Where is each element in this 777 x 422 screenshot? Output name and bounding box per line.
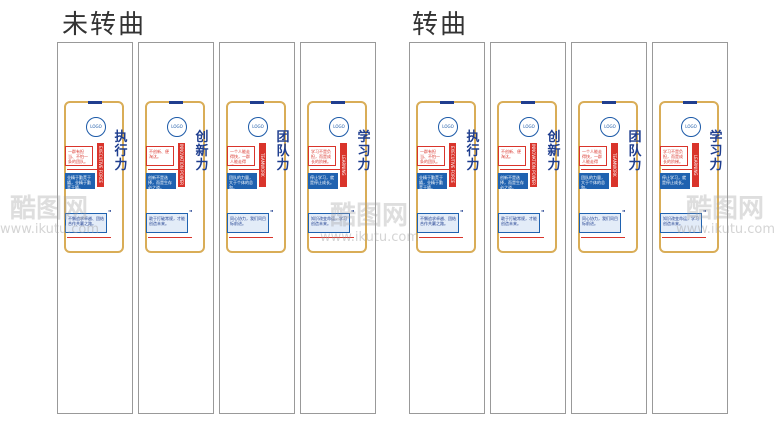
panel-title: 创新力 [195,130,209,173]
divider-line [310,169,340,170]
quote-mark-icon: " [703,209,707,217]
quote-card-bottom: 同心协力，我们同目标前进。 [227,213,269,233]
panel-title: 执行力 [114,130,128,173]
logo-circle: LOGO [600,117,620,137]
divider-line [229,169,259,170]
highlight-card: 停止学习，就是停止成长。 [308,173,338,189]
watermark-text: 酷图网 [686,194,765,224]
display-panel: LOGO 团队力 TEAMWORK 一个人能走得快，一群人能走得远。团队的力量，大于个… [571,42,647,414]
divider-line [662,169,692,170]
highlight-card: 业精于勤荒于嬉，业精于勤荒于嬉。 [417,173,447,189]
display-panel: LOGO 团队力 TEAMWORK 一个人能走得快，一群人能走得远。团队的力量，大于个… [219,42,295,414]
quote-mark-icon: " [541,209,545,217]
quote-card-top: 一个人能走得快，一群人能走得远。 [227,146,255,166]
quote-mark-icon: " [622,209,626,217]
display-panel: LOGO 学习力 LEARNING 学习不是负担，而是成长的阶梯。停止学习，就是停止成… [652,42,728,414]
quote-mark-icon: " [108,209,112,217]
english-badge: INNOVATION POWER [178,143,185,187]
highlight-card: 业精于勤荒于嬉，业精于勤荒于嬉。 [65,173,95,189]
divider-line [581,169,611,170]
quote-card-bottom: 知识改变命运，学习创造未来。 [308,213,350,233]
panel-title: 执行力 [466,130,480,173]
logo-circle: LOGO [248,117,268,137]
frame-notch [88,101,102,104]
watermark-url: www.ikutu.com [320,230,420,245]
watermark-text: 酷图网 [10,194,89,224]
english-badge: TEAMWORK [259,143,266,187]
divider-line [67,237,111,238]
group-title-unconverted: 未转曲 [62,10,147,40]
display-panel: LOGO 创新力 INNOVATION POWER 不创新、便淘汰。创新不是选择，而是… [490,42,566,414]
frame-notch [440,101,454,104]
divider-line [500,237,544,238]
english-badge: TEAMWORK [611,143,618,187]
english-badge: EXECUTIVE FORCE [97,143,104,187]
display-panel: LOGO 执行力 EXECUTIVE FORCE 一群有担当、不怕一条的团队。业精于勤… [57,42,133,414]
panel-title: 团队力 [276,130,290,173]
panel-title: 团队力 [628,130,642,173]
highlight-card: 团队的力量，大于个体的总和。 [227,173,257,189]
frame-notch [250,101,264,104]
quote-card-bottom: 知识改变命运，学习创造未来。 [660,213,702,233]
quote-card-bottom: 敢于打破常规，才能创造未来。 [146,213,188,233]
english-badge: LEARNING [692,143,699,187]
divider-line [148,169,178,170]
english-badge: LEARNING [340,143,347,187]
english-badge: INNOVATION POWER [530,143,537,187]
quote-card-top: 不创新、便淘汰。 [498,146,526,166]
quote-card-top: 一个人能走得快，一群人能走得远。 [579,146,607,166]
frame-notch [602,101,616,104]
divider-line [148,237,192,238]
panel-title: 创新力 [547,130,561,173]
quote-mark-icon: " [351,209,355,217]
logo-circle: LOGO [86,117,106,137]
logo-circle: LOGO [167,117,187,137]
display-panel: LOGO 学习力 LEARNING 学习不是负担，而是成长的阶梯。停止学习，就是停止成… [300,42,376,414]
divider-line [500,169,530,170]
panel-title: 学习力 [709,130,723,173]
english-badge: EXECUTIVE FORCE [449,143,456,187]
divider-line [662,237,706,238]
highlight-card: 创新不是选择，而是生存必之道。 [146,173,176,189]
watermark-url: www.ikutu.com [676,222,776,237]
logo-circle: LOGO [438,117,458,137]
quote-card-top: 学习不是负担，而是成长的阶梯。 [308,146,336,166]
quote-card-bottom: 敢于打破常规，才能创造未来。 [498,213,540,233]
quote-card-bottom: 同心协力，我们同目标前进。 [579,213,621,233]
panel-title: 学习力 [357,130,371,173]
watermark-text: 酷图网 [330,201,409,231]
quote-card-top: 不创新、便淘汰。 [146,146,174,166]
frame-notch [683,101,697,104]
frame-notch [331,101,345,104]
highlight-card: 停止学习，就是停止成长。 [660,173,690,189]
quote-card-top: 一群有担当、不怕一条的团队。 [65,146,93,166]
divider-line [419,237,463,238]
display-panel: LOGO 执行力 EXECUTIVE FORCE 一群有担当、不怕一条的团队。业精于勤… [409,42,485,414]
divider-line [310,237,354,238]
quote-mark-icon: " [270,209,274,217]
logo-circle: LOGO [681,117,701,137]
divider-line [229,237,273,238]
quote-card-bottom: 不懈追求卓越、团结合作共赢之路。 [417,213,459,233]
frame-notch [169,101,183,104]
frame-notch [521,101,535,104]
group-title-converted: 转曲 [412,10,469,40]
logo-circle: LOGO [329,117,349,137]
highlight-card: 团队的力量，大于个体的总和。 [579,173,609,189]
quote-card-top: 学习不是负担，而是成长的阶梯。 [660,146,688,166]
watermark-url: www.ikutu.com [0,222,100,237]
highlight-card: 创新不是选择，而是生存必之道。 [498,173,528,189]
divider-line [67,169,97,170]
display-panel: LOGO 创新力 INNOVATION POWER 不创新、便淘汰。创新不是选择，而是… [138,42,214,414]
divider-line [581,237,625,238]
quote-card-bottom: 不懈追求卓越、团结合作共赢之路。 [65,213,107,233]
logo-circle: LOGO [519,117,539,137]
quote-mark-icon: " [189,209,193,217]
divider-line [419,169,449,170]
quote-card-top: 一群有担当、不怕一条的团队。 [417,146,445,166]
quote-mark-icon: " [460,209,464,217]
